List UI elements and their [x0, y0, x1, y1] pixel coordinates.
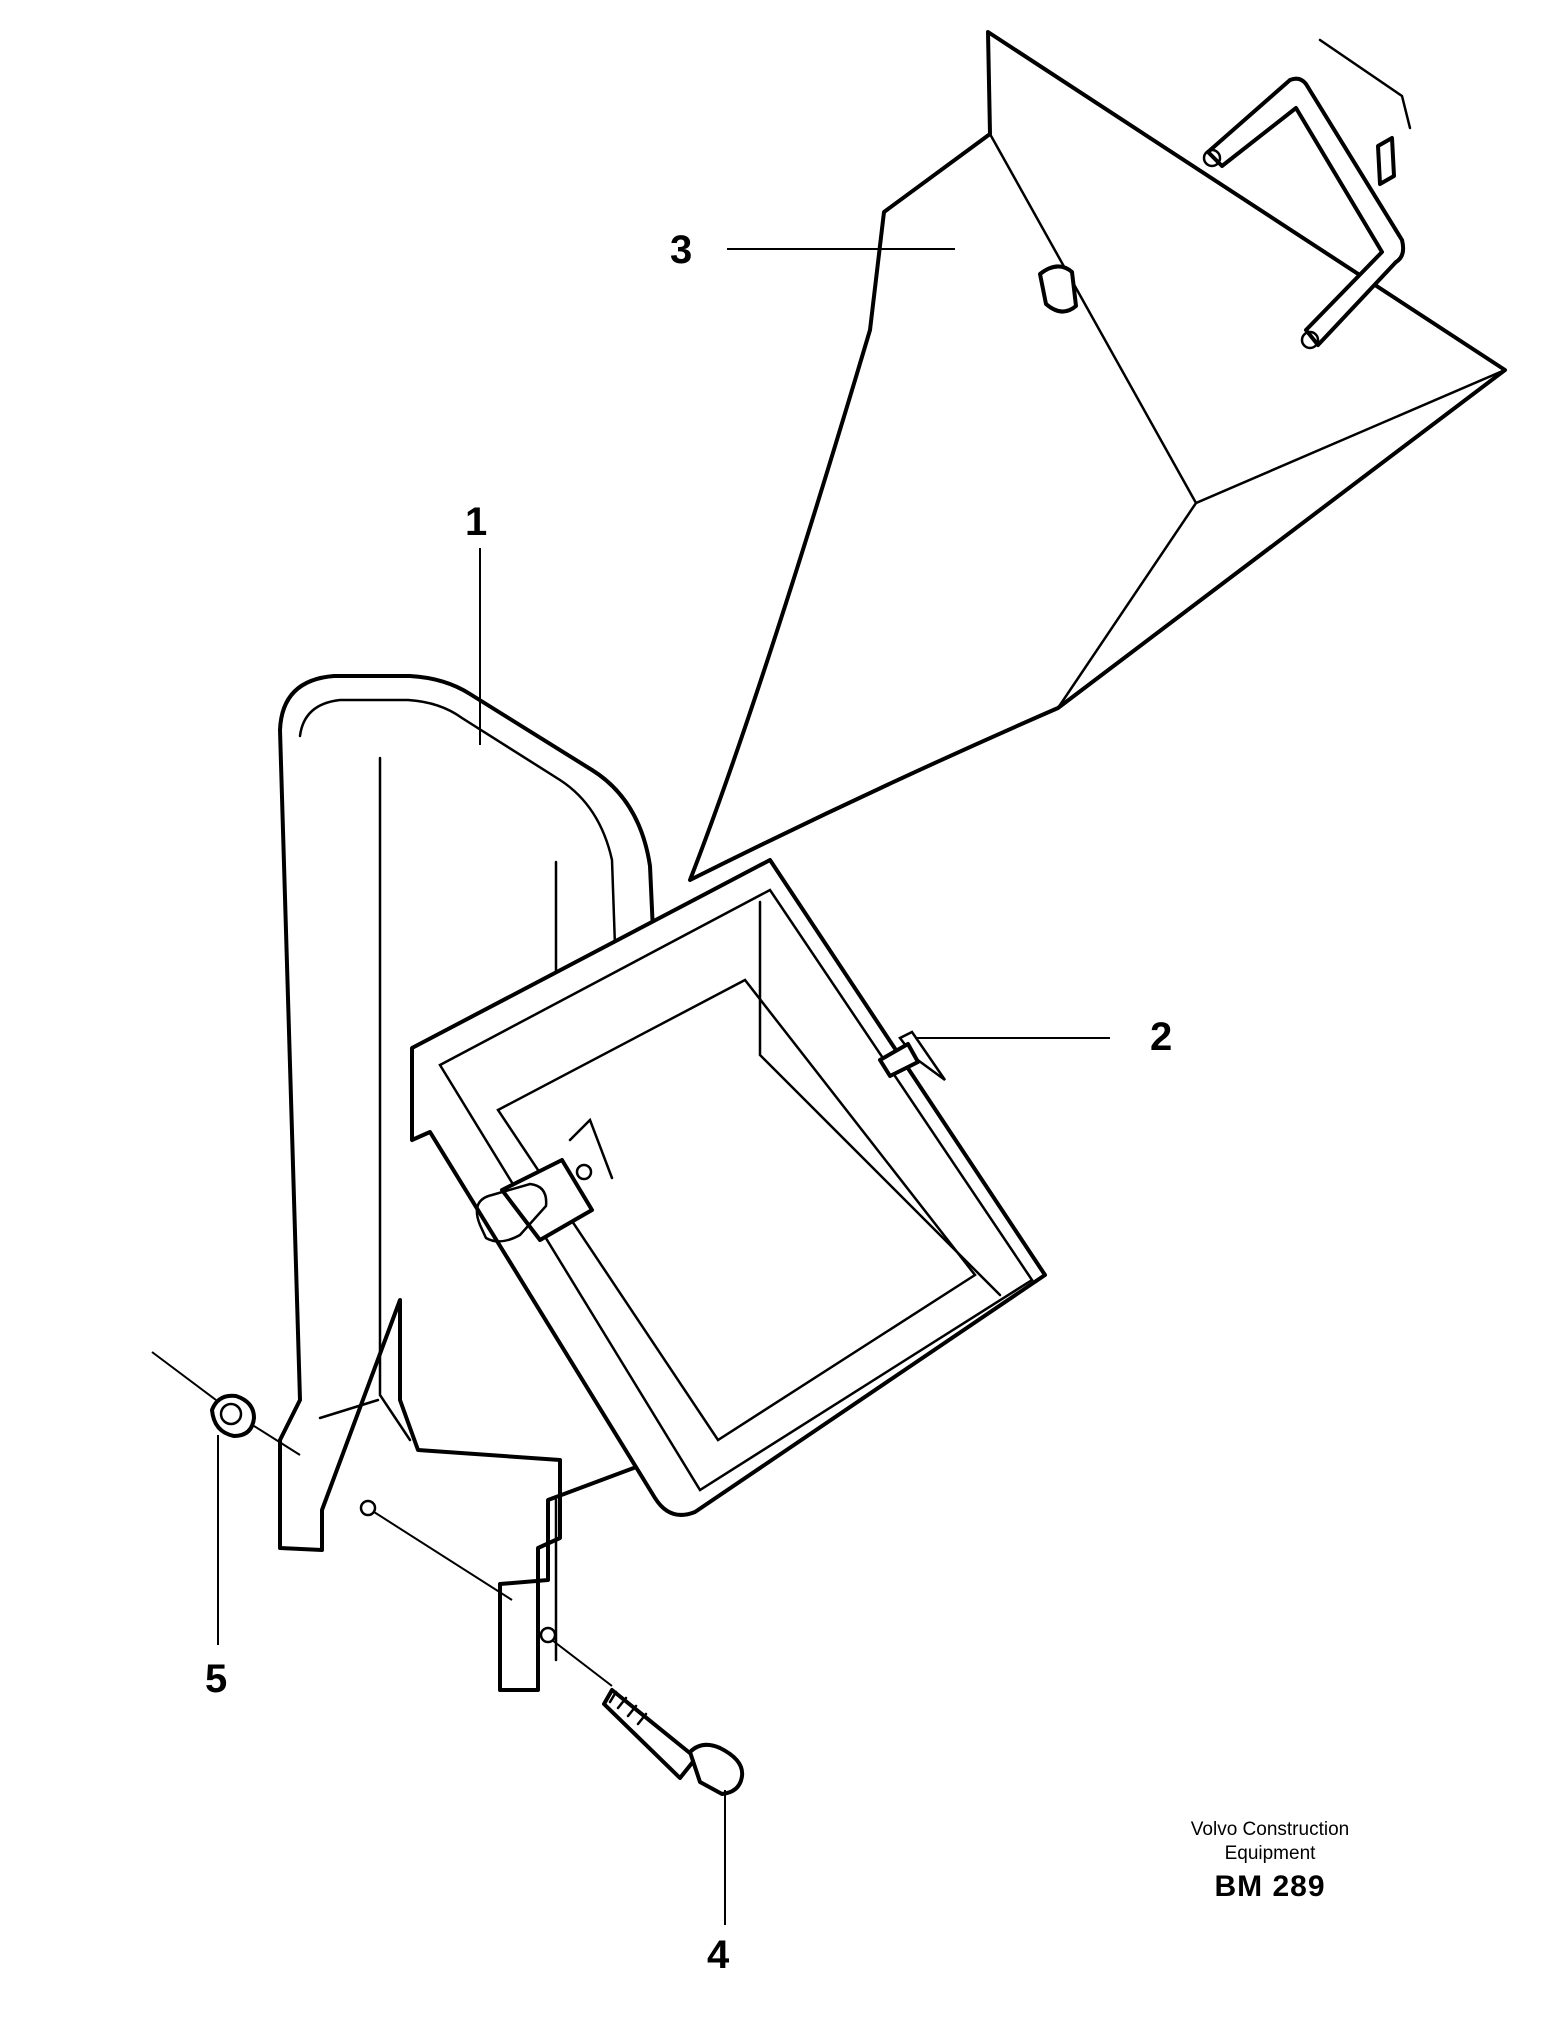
leader-bolt-axis: [551, 1639, 613, 1687]
callout-labels: 1 2 3 4 5: [205, 228, 1172, 1977]
imprint-line-1: Volvo Construction: [1190, 1819, 1350, 1840]
callout-3: 3: [670, 228, 692, 272]
callout-5: 5: [205, 1657, 227, 1701]
imprint-line-2: Equipment: [1224, 1843, 1316, 1864]
drawing-code: BM 289: [1214, 1870, 1326, 1903]
callout-4: 4: [707, 1933, 730, 1977]
bolt: [602, 1688, 745, 1796]
leader-nut-to-frame: [253, 1425, 301, 1456]
leader-lines: [151, 248, 1110, 1925]
leader-frame-to-frame: [373, 1511, 513, 1601]
container-tray: [410, 858, 1047, 1517]
callout-2: 2: [1150, 1015, 1172, 1059]
leader-nut-axis: [151, 1351, 217, 1401]
publisher-imprint: Volvo Construction Equipment BM 289: [1125, 1818, 1415, 1904]
nut: [210, 1393, 256, 1438]
lid-cover: [688, 30, 1507, 882]
callout-1: 1: [465, 500, 487, 544]
